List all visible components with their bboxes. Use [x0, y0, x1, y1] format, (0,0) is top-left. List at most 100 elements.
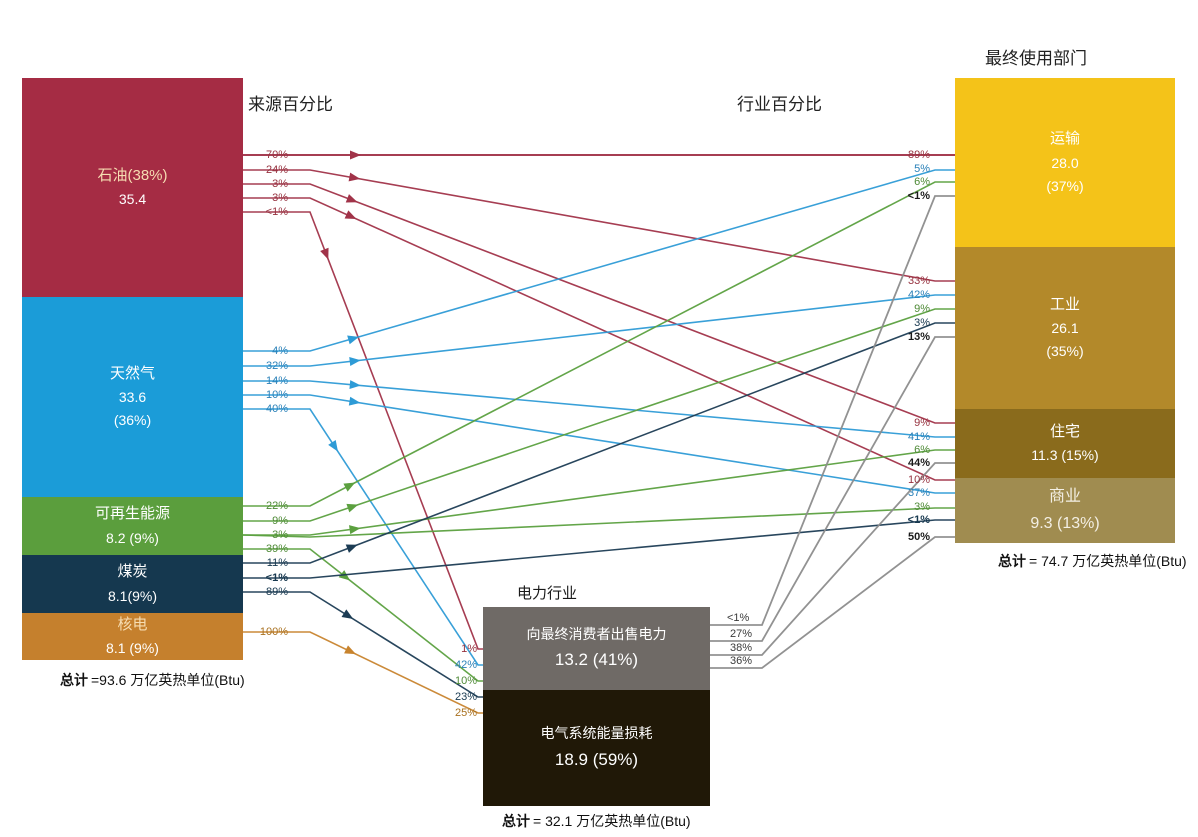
- sector-percent-header: 行业百分比: [737, 95, 822, 114]
- electric-total-label: 总计: [502, 813, 530, 829]
- pct-label: 70%: [265, 149, 288, 161]
- source-bar-label: 煤炭: [117, 563, 148, 581]
- arrowhead-petroleum-to-residential: [345, 194, 358, 203]
- pct-label: 37%: [907, 487, 930, 499]
- pct-label: 22%: [265, 500, 288, 512]
- sectors-total-label: 总计: [998, 553, 1026, 569]
- sources-total: 总计=93.6 万亿英热单位(Btu): [60, 670, 245, 690]
- source-bar-label: 8.1 (9%): [106, 640, 159, 657]
- electric-total-value: = 32.1 万亿英热单位(Btu): [533, 813, 691, 829]
- pct-label: 13%: [907, 331, 930, 343]
- source-bar-label: 核电: [117, 615, 148, 633]
- pct-label: 11%: [266, 557, 288, 569]
- arrowhead-nuclear-to-electric_power: [344, 645, 356, 655]
- source-bar-label: 35.4: [118, 191, 147, 208]
- sector-bar-label: (37%): [1046, 177, 1084, 194]
- electric-bar-label: 18.9 (59%): [554, 749, 639, 769]
- pct-label: 25%: [454, 707, 477, 719]
- arrowhead-petroleum-to-transportation: [350, 150, 361, 160]
- pct-label: 38%: [730, 642, 753, 654]
- source-bar-label: 33.6: [118, 389, 147, 406]
- pct-label: 42%: [907, 289, 930, 301]
- sector-bar-label: 运输: [1049, 130, 1080, 148]
- pct-label: 3%: [272, 529, 288, 541]
- end-use-sectors-header: 最终使用部门: [985, 49, 1087, 68]
- arrowhead-renewables-to-industrial: [346, 503, 359, 513]
- flow-natural_gas-to-electric_power: [243, 408, 483, 666]
- flow-coal-to-industrial: [243, 322, 955, 564]
- flow-renewables-to-industrial: [243, 308, 955, 522]
- sector-bar-label: 工业: [1049, 295, 1080, 313]
- flow-renewables-to-commercial: [242, 507, 955, 538]
- electric-total: 总计= 32.1 万亿英热单位(Btu): [502, 811, 691, 831]
- electric-bar-system_losses: 电气系统能量损耗 18.9 (59%): [483, 690, 710, 806]
- pct-label: 100%: [259, 626, 288, 638]
- arrowhead-petroleum-to-electric_power: [320, 247, 329, 260]
- sector-bar-label: 11.3 (15%): [1031, 447, 1099, 464]
- pct-label: 23%: [454, 691, 477, 703]
- flow-electricity-to-commercial: [710, 536, 955, 669]
- sources-total-label: 总计: [60, 672, 88, 688]
- electric-sector-header: 电力行业: [517, 585, 578, 602]
- pct-label: 10%: [265, 389, 288, 401]
- pct-label: 1%: [461, 643, 477, 655]
- pct-label: 5%: [914, 163, 930, 175]
- pct-label: 32%: [265, 360, 288, 372]
- pct-label: 39%: [265, 543, 288, 555]
- flow-natural_gas-to-residential: [243, 380, 955, 438]
- pct-label: 89%: [265, 586, 288, 598]
- flow-petroleum-to-commercial: [243, 197, 955, 481]
- source-percent-header: 来源百分比: [248, 95, 333, 114]
- pct-label: <1%: [265, 206, 288, 218]
- flow-coal-to-electric_power: [243, 591, 483, 698]
- flow-coal-to-commercial: [243, 519, 955, 579]
- pct-label: 44%: [907, 457, 930, 469]
- pct-label: 3%: [914, 317, 930, 329]
- pct-label: 36%: [730, 655, 753, 667]
- electric-bar-label: 电气系统能量损耗: [540, 725, 653, 742]
- sectors-total: 总计= 74.7 万亿英热单位(Btu): [998, 551, 1187, 571]
- pct-label: 3%: [272, 192, 288, 204]
- electric-bar-label: 向最终消费者出售电力: [526, 625, 667, 642]
- pct-label: 9%: [272, 515, 288, 527]
- source-bar-label: 石油(38%): [97, 166, 168, 184]
- arrowhead-natural_gas-to-residential: [349, 380, 361, 390]
- pct-label: 9%: [914, 417, 930, 429]
- flow-natural_gas-to-industrial: [243, 294, 955, 367]
- source-bar-label: (36%): [113, 412, 152, 429]
- pct-label: 40%: [265, 403, 288, 415]
- source-bar-petroleum: 石油(38%) 35.4: [22, 78, 243, 297]
- arrowhead-renewables-to-residential: [349, 525, 361, 535]
- sector-bar-industrial: 工业 26.1 (35%): [955, 247, 1175, 409]
- sector-bar-label: (35%): [1046, 343, 1084, 360]
- pct-label: 42%: [454, 659, 477, 671]
- sector-bar-label: 26.1: [1051, 320, 1079, 337]
- pct-label: 4%: [272, 345, 288, 357]
- arrowhead-petroleum-to-commercial: [344, 210, 357, 219]
- flow-nuclear-to-electric_power: [243, 631, 483, 714]
- pct-label: 41%: [907, 431, 930, 443]
- sector-bar-label: 9.3 (13%): [1030, 514, 1100, 532]
- pct-label: 89%: [907, 149, 930, 161]
- electric-bar-label: 13.2 (41%): [554, 650, 639, 670]
- flow-renewables-to-electric_power: [243, 548, 483, 682]
- pct-label: 9%: [914, 303, 930, 315]
- source-bar-label: 可再生能源: [94, 505, 170, 523]
- pct-label: 50%: [907, 531, 930, 543]
- arrowhead-natural_gas-to-commercial: [348, 396, 361, 406]
- electric-bar-electricity_sales: 向最终消费者出售电力 13.2 (41%): [483, 607, 710, 690]
- pct-label: <1%: [907, 190, 930, 202]
- pct-label: 3%: [914, 501, 930, 513]
- pct-label: 10%: [454, 675, 477, 687]
- pct-label: 24%: [265, 164, 288, 176]
- flow-natural_gas-to-commercial: [243, 394, 955, 494]
- flow-renewables-to-residential: [243, 449, 955, 536]
- sources-total-value: =93.6 万亿英热单位(Btu): [91, 672, 245, 688]
- pct-label: 6%: [914, 444, 930, 456]
- pct-label: <1%: [265, 572, 288, 584]
- pct-label: 6%: [914, 176, 930, 188]
